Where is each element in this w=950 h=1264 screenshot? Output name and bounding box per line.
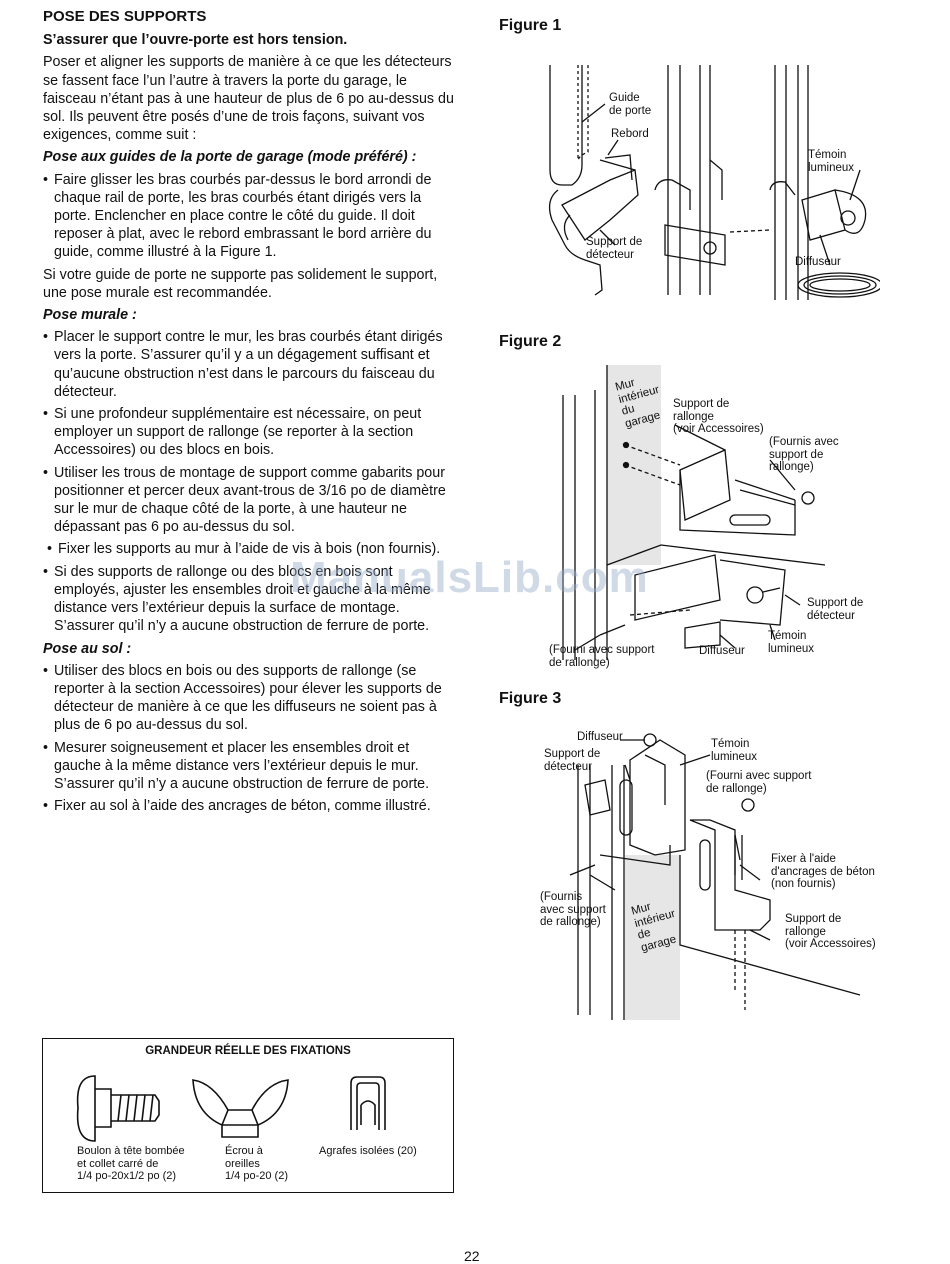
figure-1-illustration	[548, 65, 880, 300]
figure-2-illustration	[562, 365, 826, 660]
fig1-diffuseur-label: Diffuseur	[795, 256, 841, 268]
fig3-rallonge-label: Support de rallonge (voir Accessoires)	[785, 913, 876, 950]
fig2-support-label: Support de détecteur	[807, 597, 864, 622]
fig1-support-label: Support de détecteur	[586, 236, 643, 261]
fig3-diffuseur-label: Diffuseur	[577, 731, 623, 743]
figure-2-title: Figure 2	[499, 333, 562, 350]
figure-3-title: Figure 3	[499, 690, 562, 707]
fasteners-title: GRANDEUR RÉELLE DES FIXATIONS	[145, 1045, 351, 1057]
fig3-fourni-label: (Fourni avec support de rallonge)	[706, 770, 812, 795]
fig2-fourni-label: (Fourni avec support de rallonge)	[549, 644, 655, 669]
watermark: ManualsLib.com	[290, 553, 649, 602]
list-item: Mesurer soigneusement et placer les ense…	[43, 739, 458, 794]
fig1-rebord-label: Rebord	[611, 128, 649, 140]
fig3-fixer-label: Fixer à l'aide d'ancrages de béton (non …	[771, 853, 875, 890]
fig3-fournis-label: (Fournis avec support de rallonge)	[540, 891, 606, 928]
wing-nut-drawing	[192, 1079, 289, 1138]
list-item: Si une profondeur supplémentaire est néc…	[43, 405, 458, 460]
fasteners-box: GRANDEUR RÉELLE DES FIXATIONS Boulon à t…	[42, 1038, 454, 1193]
figure-1-title: Figure 1	[499, 17, 562, 34]
wall-mount-title: Pose murale :	[43, 307, 137, 324]
list-item: Si des supports de rallonge ou des blocs…	[43, 563, 458, 636]
list-item: Placer le support contre le mur, les bra…	[43, 328, 458, 401]
bolt-label: Boulon à tête bombée et collet carré de …	[77, 1145, 185, 1182]
list-item: Faire glisser les bras courbés par-dessu…	[43, 171, 458, 262]
figure-3-illustration	[569, 733, 861, 1020]
fig2-diffuseur-label: Diffuseur	[699, 645, 745, 657]
instructions-column: POSE DES SUPPORTS S’assurer que l’ouvre-…	[43, 8, 458, 819]
power-warning: S’assurer que l’ouvre-porte est hors ten…	[43, 32, 348, 49]
fig1-guide-label: Guide de porte	[609, 92, 652, 117]
carriage-bolt-drawing	[76, 1075, 160, 1142]
intro-paragraph: Poser et aligner les supports de manière…	[43, 54, 454, 144]
fig2-fournis-label: (Fournis avec support de rallonge)	[769, 436, 839, 473]
fig2-temoin-label: Témoin lumineux	[768, 630, 815, 655]
fig3-temoin-label: Témoin lumineux	[711, 738, 758, 763]
list-item: Fixer au sol à l’aide des ancrages de bé…	[43, 797, 458, 815]
nut-label: Écrou à oreilles 1/4 po-20 (2)	[225, 1145, 288, 1182]
list-item: Utiliser les trous de montage de support…	[43, 464, 458, 537]
list-item: Fixer les supports au mur à l’aide de vi…	[47, 540, 458, 558]
clips-label: Agrafes isolées (20)	[319, 1145, 417, 1157]
insulated-staple-drawing	[350, 1076, 386, 1130]
fig2-rallonge-label: Support de rallonge (voir Accessoires)	[673, 398, 764, 435]
door-track-note: Si votre guide de porte ne supporte pas …	[43, 266, 438, 301]
page-number: 22	[464, 1248, 480, 1264]
list-item: Utiliser des blocs en bois ou des suppor…	[43, 662, 458, 735]
fig1-temoin-label: Témoin lumineux	[808, 149, 855, 174]
floor-mount-title: Pose au sol :	[43, 640, 132, 657]
fig3-support-label: Support de détecteur	[544, 748, 601, 773]
section-heading: POSE DES SUPPORTS	[43, 8, 207, 25]
door-track-mount-title: Pose aux guides de la porte de garage (m…	[43, 149, 417, 166]
